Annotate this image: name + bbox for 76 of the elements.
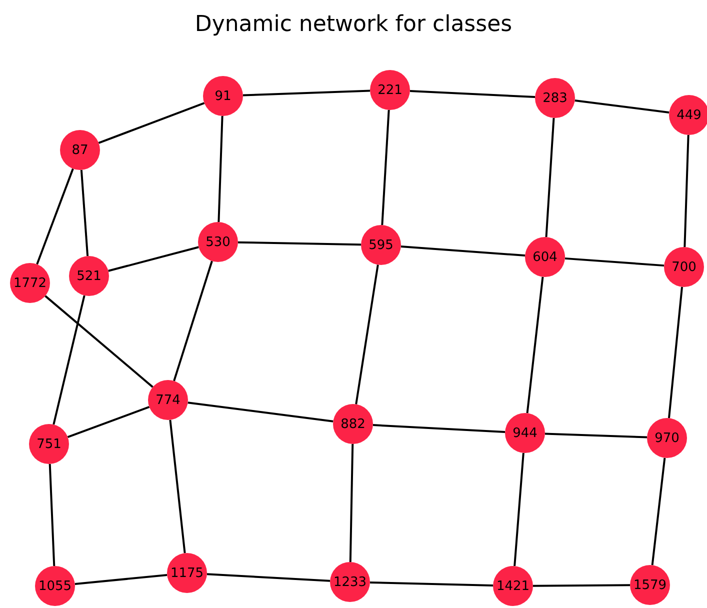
- network-node: [29, 424, 69, 464]
- connector-line: [564, 257, 664, 267]
- network-node: [167, 553, 207, 593]
- network-node: [630, 565, 670, 605]
- connector-line: [238, 241, 362, 246]
- connector-line: [684, 134, 690, 248]
- node-label: 882: [340, 418, 366, 430]
- connector-line: [574, 100, 670, 114]
- connector-line: [188, 402, 334, 422]
- network-node: [525, 237, 565, 277]
- connector-line: [651, 458, 666, 566]
- node-label: 604: [532, 250, 558, 264]
- node-label: 700: [672, 260, 696, 274]
- connector-line: [381, 110, 390, 226]
- connector-line: [206, 573, 330, 582]
- connector-line: [52, 295, 86, 425]
- connector-line: [48, 464, 56, 566]
- connector-line: [410, 90, 536, 98]
- connector-line: [545, 118, 555, 238]
- network-node: [60, 130, 100, 170]
- network-node: [664, 247, 704, 287]
- connector-line: [74, 574, 168, 586]
- node-label: 221: [378, 84, 402, 96]
- connector-line: [400, 245, 526, 257]
- diagram-title: Dynamic network for classes: [194, 12, 514, 37]
- node-label: 970: [654, 432, 680, 444]
- connector-line: [355, 264, 379, 404]
- network-node: [35, 566, 75, 606]
- connector-line: [526, 276, 544, 414]
- network-node: [669, 95, 707, 135]
- network-node: [69, 256, 109, 296]
- node-label: 1175: [170, 566, 204, 580]
- connector-line: [242, 90, 370, 96]
- network-node: [370, 70, 410, 110]
- node-label: 87: [72, 144, 88, 156]
- network-node: [505, 413, 545, 453]
- connector-line: [668, 286, 684, 418]
- network-node: [647, 418, 687, 458]
- connector-line: [67, 406, 150, 438]
- node-label: 944: [512, 426, 538, 440]
- connector-line: [544, 432, 648, 438]
- connector-line: [533, 584, 630, 587]
- connector-line: [44, 295, 154, 388]
- connector-line: [514, 452, 524, 566]
- network-node: [198, 222, 238, 262]
- connector-line: [218, 116, 224, 222]
- node-label: 1772: [13, 276, 47, 290]
- node-label: 1421: [496, 580, 530, 592]
- network-node: [148, 380, 188, 420]
- node-label: 1233: [333, 576, 367, 588]
- node-label: 751: [36, 438, 62, 450]
- connector-line: [98, 102, 205, 144]
- network-node: [10, 263, 50, 303]
- node-label: 521: [76, 270, 102, 282]
- connector-line: [36, 168, 74, 265]
- connector-line: [173, 260, 213, 382]
- node-label: 595: [368, 238, 394, 252]
- node-label: 91: [214, 90, 232, 102]
- network-node: [330, 562, 370, 602]
- node-label: 449: [676, 108, 702, 122]
- network-node: [361, 225, 401, 265]
- connector-line: [108, 246, 199, 272]
- node-label: 530: [206, 236, 230, 248]
- node-label: 1579: [633, 578, 667, 592]
- network-node: [493, 566, 533, 606]
- connector-line: [349, 444, 354, 562]
- node-label: 774: [156, 394, 180, 406]
- connector-line: [372, 424, 506, 433]
- network-node: [535, 78, 575, 118]
- node-label: 1055: [38, 580, 72, 592]
- connector-line: [169, 420, 186, 554]
- network-node: [333, 404, 373, 444]
- connector-line: [80, 170, 89, 256]
- network-node: [203, 76, 243, 116]
- connector-line: [370, 582, 494, 586]
- node-label: 283: [542, 92, 568, 104]
